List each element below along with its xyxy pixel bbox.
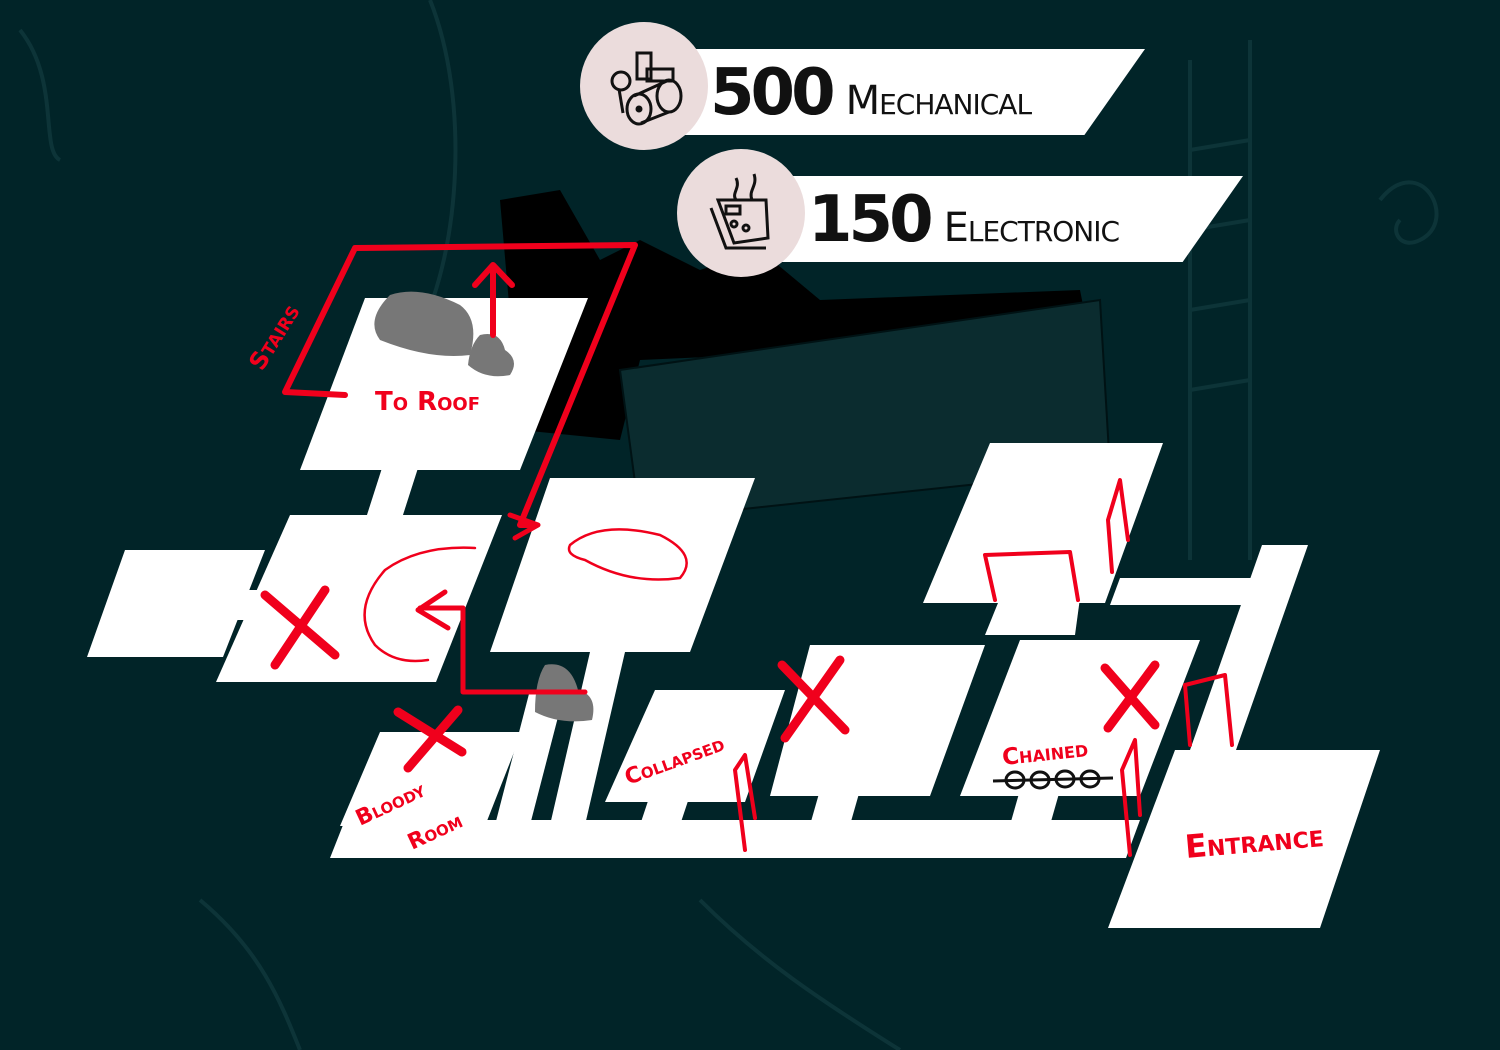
corridor [495, 690, 565, 825]
corridor-right [1110, 578, 1258, 605]
corridor-main [330, 820, 1140, 858]
arrow-left-icon [415, 589, 451, 631]
trap-pit-icon [567, 528, 688, 581]
corridor [640, 795, 690, 825]
corridor [366, 468, 418, 518]
building-silhouette [500, 190, 1090, 440]
stairs-route-line [282, 242, 638, 528]
door-marker [1183, 673, 1234, 747]
route-markers [260, 242, 1234, 857]
room-top-right[interactable] [923, 443, 1163, 603]
resource-banner [640, 49, 1145, 135]
blocked-x-icon [260, 585, 340, 670]
rubble-boulder [374, 291, 474, 356]
room-entrance[interactable] [1108, 750, 1380, 928]
blocked-x-icon [393, 705, 467, 773]
mechanical-label: Mechanical [845, 78, 1032, 124]
door-marker [733, 753, 757, 852]
rooms [87, 298, 1380, 928]
blocked-x-icon [1100, 660, 1160, 733]
room-bloody[interactable] [340, 732, 522, 826]
door-marker [1120, 738, 1142, 857]
room-center[interactable] [490, 478, 755, 652]
arrow-head-icon [507, 512, 541, 541]
corridor [550, 652, 625, 825]
corridor [810, 790, 860, 825]
corridor [985, 598, 1080, 635]
route-line [417, 605, 588, 695]
electronic-amount: 150 [808, 183, 934, 257]
blocked-x-icon [777, 655, 850, 743]
circuit-board-icon [677, 149, 805, 277]
room-collapsed[interactable] [605, 690, 785, 802]
mechanical-amount: 500 [710, 56, 836, 130]
room-far-left[interactable] [87, 550, 265, 657]
corridor [230, 590, 265, 620]
broken-floor-icon [363, 546, 477, 663]
door-marker [983, 550, 1080, 602]
rubble-rock [468, 334, 514, 377]
corridor [1010, 790, 1060, 825]
resource-banner [740, 176, 1243, 262]
mechanical-parts-icon [580, 22, 708, 150]
corridor-right-vertical [1190, 545, 1308, 750]
electronic-label: Electronic [943, 205, 1120, 251]
label-to-roof: To Roof [375, 387, 480, 417]
room-chained[interactable] [960, 640, 1200, 796]
chain-icon [992, 769, 1114, 790]
door-marker [1106, 478, 1130, 574]
room-to-roof[interactable] [300, 298, 588, 470]
rubble [374, 291, 594, 722]
